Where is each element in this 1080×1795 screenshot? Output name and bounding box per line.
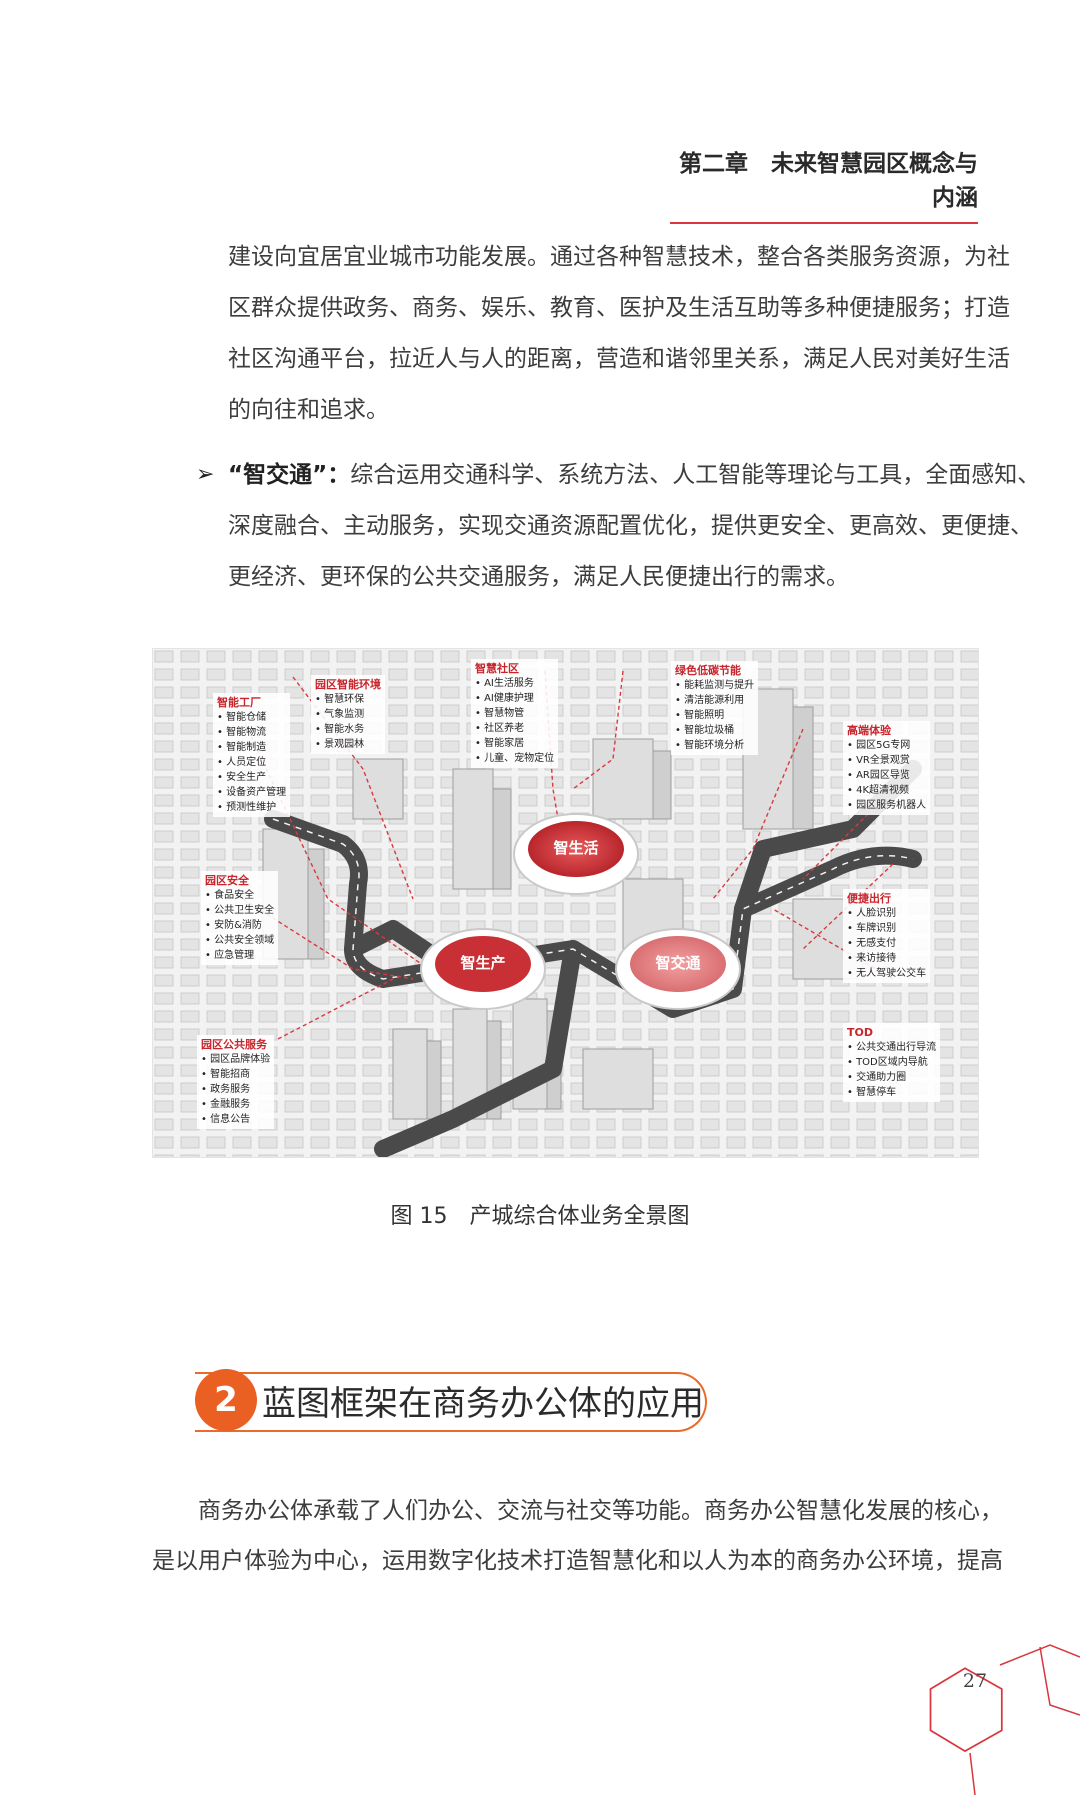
figure-label-group: 智慧社区 • AI生活服务 • AI健康护理 • 智慧物管 • 社区养老 • 智能家居 • … — [471, 659, 559, 768]
figure-group-item: • 智能家居 — [475, 738, 525, 749]
figure-group-item: • 智能仓储 — [217, 712, 267, 723]
page-number: 27 — [962, 1670, 988, 1692]
figure-group-title: 园区智能环境 — [315, 678, 381, 691]
figure-group-item: • 公共安全领域 — [205, 935, 275, 946]
bullet-paragraph: “智交通”：综合运用交通科学、系统方法、人工智能等理论与工具，全面感知、 深度融… — [228, 450, 1041, 603]
figure-group-item: • 安全生产 — [217, 772, 267, 783]
figure-group-item: • 设备资产管理 — [217, 787, 287, 798]
figure-group-item: • 智能制造 — [217, 742, 267, 753]
figure-group-item: • 智能照明 — [675, 710, 725, 721]
figure-group-item: • 无人驾驶公交车 — [847, 968, 927, 979]
text-line: 商务办公体承载了人们办公、交流与社交等功能。商务办公智慧化发展的核心， — [152, 1498, 1003, 1524]
hub-label-traffic: 智交通 — [655, 954, 701, 972]
text-line: 更经济、更环保的公共交通服务，满足人民便捷出行的需求。 — [228, 564, 849, 590]
figure-group-title: TOD — [847, 1026, 873, 1039]
figure-label-group: TOD • 公共交通出行导流 • TOD区域内导航 • 交通助力圈 • 智慧停车 — [843, 1023, 941, 1102]
figure-group-item: • 气象监测 — [315, 709, 365, 720]
figure-label-group: 园区安全 • 食品安全 • 公共卫生安全 • 安防&消防 • 公共安全领域 • 应急管理 — [201, 871, 279, 965]
figure-group-item: • 信息公告 — [201, 1114, 251, 1125]
figure-label-group: 园区智能环境 • 智慧环保 • 气象监测 • 智能水务 • 景观园林 — [311, 675, 385, 754]
figure-group-item: • 智慧环保 — [315, 694, 365, 705]
figure-group-item: • 智慧停车 — [847, 1087, 897, 1098]
figure-group-item: • 来访接待 — [847, 953, 897, 964]
figure-group-item: • 智能垃圾桶 — [675, 725, 735, 736]
figure-group-title: 园区公共服务 — [201, 1038, 267, 1051]
figure-group-item: • 智能物流 — [217, 727, 267, 738]
figure-group-item: • AI健康护理 — [475, 693, 534, 704]
text-line: 区群众提供政务、商务、娱乐、教育、医护及生活互助等多种便捷服务；打造 — [228, 295, 1010, 321]
bullet-arrow-icon: ➢ — [196, 462, 215, 487]
figure-group-item: • 公共卫生安全 — [205, 905, 275, 916]
figure-group-item: • 交通助力圈 — [847, 1072, 907, 1083]
section-heading-frame — [195, 1372, 707, 1432]
figure-group-item: • 儿童、宠物定位 — [475, 753, 555, 764]
figure-label-group: 绿色低碳节能 • 能耗监测与提升 • 清洁能源利用 • 智能照明 • 智能垃圾桶 • 智能… — [671, 661, 759, 755]
figure-group-item: • 智能环境分析 — [675, 740, 745, 751]
page-decoration — [929, 1644, 1080, 1795]
figure-group-item: • TOD区域内导航 — [847, 1057, 928, 1068]
city-illustration — [153, 649, 978, 1157]
figure-group-item: • AR园区导览 — [847, 770, 910, 781]
figure-group-title: 高端体验 — [847, 724, 891, 737]
figure-group-item: • 社区养老 — [475, 723, 525, 734]
figure-group-title: 绿色低碳节能 — [675, 664, 741, 677]
text-line: 是以用户体验为中心，运用数字化技术打造智慧化和以人为本的商务办公环境，提高 — [152, 1548, 1003, 1574]
figure-group-item: • AI生活服务 — [475, 678, 534, 689]
text-line: 的向往和追求。 — [228, 397, 389, 423]
figure-label-group: 园区公共服务 • 园区品牌体验 • 智能招商 • 政务服务 • 金融服务 • 信息公告 — [197, 1035, 275, 1129]
bullet-term: “智交通”： — [228, 462, 351, 488]
figure-label-group: 高端体验 • 园区5G专网 • VR全景观赏 • AR园区导览 • 4K超清视频 • 园区… — [843, 721, 931, 815]
section-title: 蓝图框架在商务办公体的应用 — [262, 1384, 704, 1424]
figure-group-item: • VR全景观赏 — [847, 755, 910, 766]
figure-label-group: 智能工厂 • 智能仓储 • 智能物流 • 智能制造 • 人员定位 • 安全生产 • 设备资产… — [213, 693, 291, 817]
figure-group-item: • 人员定位 — [217, 757, 267, 768]
figure-group-item: • 景观园林 — [315, 739, 365, 750]
figure-group-item: • 清洁能源利用 — [675, 695, 745, 706]
figure-group-item: • 公共交通出行导流 — [847, 1042, 937, 1053]
hub-label-life: 智生活 — [553, 839, 599, 857]
figure-group-item: • 智能招商 — [201, 1069, 251, 1080]
figure-group-item: • 安防&消防 — [205, 920, 262, 931]
figure-group-item: • 人脸识别 — [847, 908, 897, 919]
figure-group-item: • 金融服务 — [201, 1099, 251, 1110]
body-paragraph: 建设向宜居宜业城市功能发展。通过各种智慧技术，整合各类服务资源，为社 区群众提供… — [228, 232, 1010, 436]
text-line: “智交通”：综合运用交通科学、系统方法、人工智能等理论与工具，全面感知、 — [228, 462, 1041, 488]
figure-group-item: • 园区品牌体验 — [201, 1054, 271, 1065]
figure-group-item: • 智能水务 — [315, 724, 365, 735]
figure-group-item: • 4K超清视频 — [847, 785, 909, 796]
text-line: 深度融合、主动服务，实现交通资源配置优化，提供更安全、更高效、更便捷、 — [228, 513, 1033, 539]
figure-group-item: • 园区服务机器人 — [847, 800, 927, 811]
city-panorama-figure: 智生活 智生产 智交通 智能工厂 • 智能仓储 • 智能物流 • 智能制造 • 人员定位… — [152, 648, 979, 1158]
figure-group-title: 智慧社区 — [475, 662, 519, 675]
figure-group-item: • 应急管理 — [205, 950, 255, 961]
figure-caption: 图 15 产城综合体业务全景图 — [390, 1204, 690, 1229]
text-line: 社区沟通平台，拉近人与人的距离，营造和谐邻里关系，满足人民对美好生活 — [228, 346, 1010, 372]
figure-group-item: • 政务服务 — [201, 1084, 251, 1095]
figure-group-item: • 车牌识别 — [847, 923, 897, 934]
figure-group-item: • 智慧物管 — [475, 708, 525, 719]
figure-group-title: 智能工厂 — [217, 696, 261, 709]
chapter-header: 第二章 未来智慧园区概念与内涵 — [670, 144, 978, 224]
figure-group-item: • 无感支付 — [847, 938, 897, 949]
figure-group-item: • 园区5G专网 — [847, 740, 911, 751]
section-number-badge: 2 — [195, 1369, 257, 1431]
body-paragraph: 商务办公体承载了人们办公、交流与社交等功能。商务办公智慧化发展的核心， 是以用户… — [152, 1486, 1003, 1586]
hub-label-production: 智生产 — [460, 954, 506, 972]
figure-group-item: • 食品安全 — [205, 890, 255, 901]
figure-group-item: • 能耗监测与提升 — [675, 680, 755, 691]
figure-label-group: 便捷出行 • 人脸识别 • 车牌识别 • 无感支付 • 来访接待 • 无人驾驶公交车 — [843, 889, 931, 983]
figure-group-item: • 预测性维护 — [217, 802, 277, 813]
figure-group-title: 园区安全 — [205, 874, 249, 887]
text-line: 建设向宜居宜业城市功能发展。通过各种智慧技术，整合各类服务资源，为社 — [228, 244, 1010, 270]
figure-group-title: 便捷出行 — [847, 892, 891, 905]
